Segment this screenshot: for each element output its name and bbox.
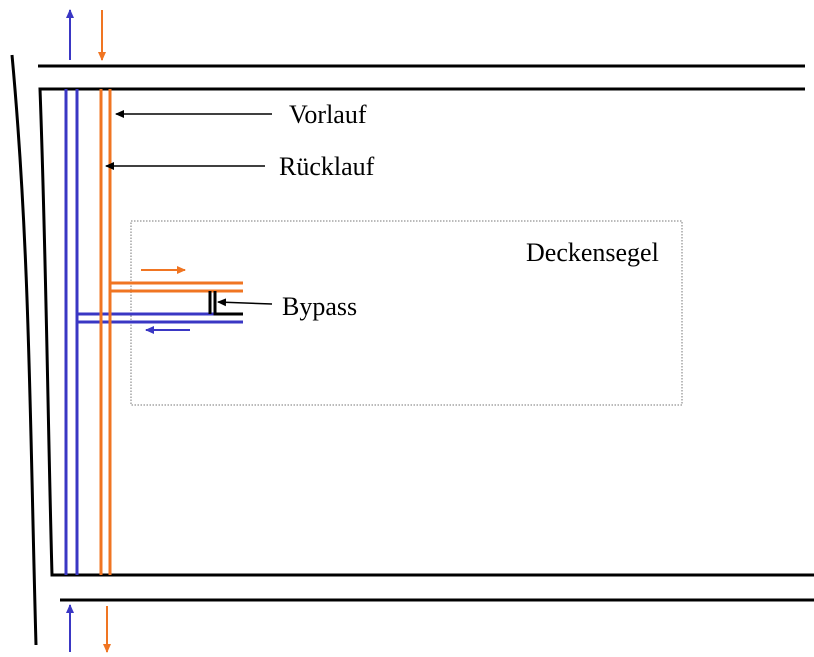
bypass-pointer-arrow — [217, 298, 273, 307]
deckensegel-label: Deckensegel — [526, 238, 659, 267]
vorlauf-label: Vorlauf — [289, 100, 367, 129]
ruecklauf-label: Rücklauf — [279, 152, 375, 181]
bypass-connector — [213, 291, 243, 316]
left-wall-outer-curve — [10, 54, 38, 646]
room-outline — [38, 87, 814, 577]
bypass-label: Bypass — [282, 292, 357, 321]
